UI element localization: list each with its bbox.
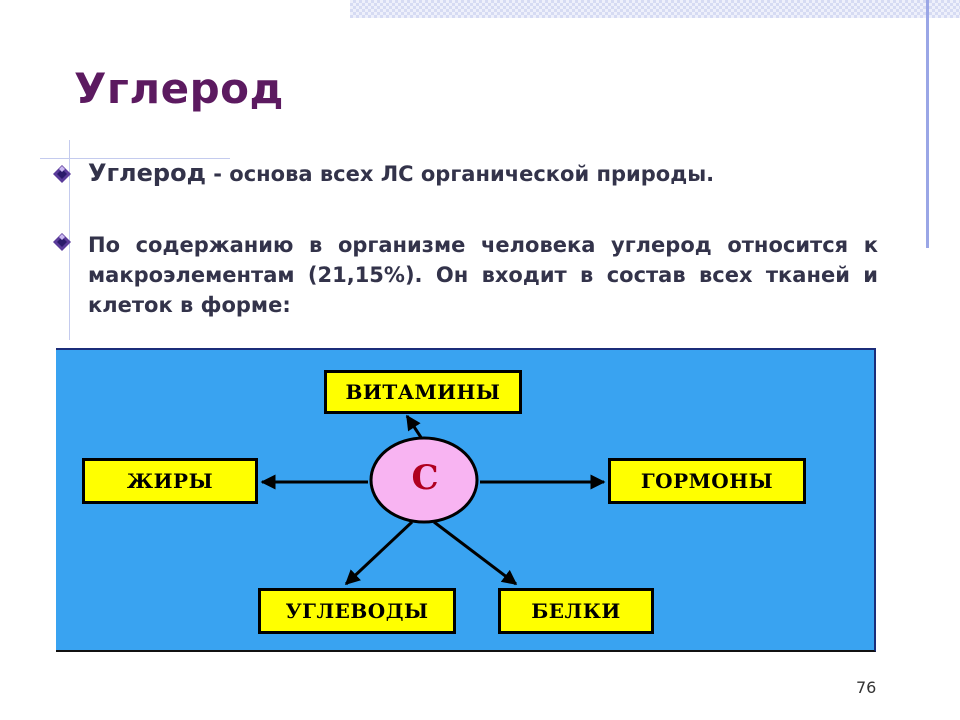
- bullet-term: Углерод: [88, 159, 206, 187]
- decorative-right-rule: [926, 0, 929, 248]
- diamond-bullet-icon: [53, 233, 71, 251]
- carbon-circle: [369, 436, 479, 524]
- decorative-left-rule: [69, 140, 70, 340]
- vitamins-box: ВИТАМИНЫ: [324, 370, 522, 414]
- proteins-box: БЕЛКИ: [498, 588, 654, 634]
- carbohydrates-box: УГЛЕВОДЫ: [258, 588, 456, 634]
- bullet-item-2: По содержанию в организме человека углер…: [88, 233, 878, 317]
- slide-title: Углерод: [74, 64, 284, 113]
- arrow-to-proteins: [433, 520, 518, 586]
- diagram-connectors: [260, 414, 606, 586]
- bullet-item-1: Углерод - основа всех ЛС органической пр…: [88, 158, 878, 189]
- carbon-center-label: С: [411, 458, 439, 498]
- page-number: 76: [856, 678, 877, 697]
- bullet-text: - основа всех ЛС органической природы.: [205, 162, 715, 186]
- decorative-horizontal-rule: [40, 158, 230, 159]
- hormones-box: ГОРМОНЫ: [608, 458, 806, 504]
- fats-box: ЖИРЫ: [82, 458, 258, 504]
- decorative-top-band: [350, 0, 960, 18]
- arrow-to-carbs: [344, 520, 414, 586]
- diamond-bullet-icon: [53, 165, 71, 183]
- carbon-diagram: С ВИТАМИНЫ ЖИРЫ ГОРМОНЫ УГЛЕВОДЫ БЕЛКИ: [56, 348, 876, 652]
